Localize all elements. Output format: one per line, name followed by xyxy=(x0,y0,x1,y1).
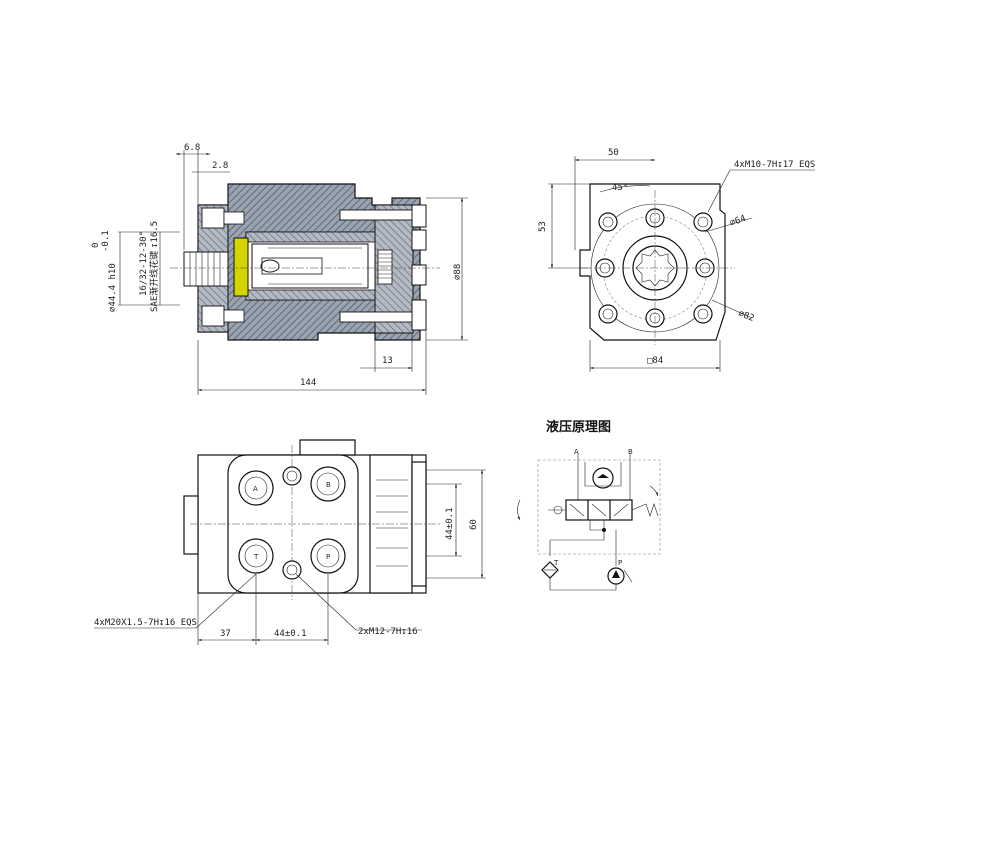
schematic-label-T: T xyxy=(553,559,559,567)
dim-144: 144 xyxy=(300,378,316,388)
schematic-frame xyxy=(537,459,661,555)
port-T: T xyxy=(238,538,274,574)
spline-depth: ↧16.5 xyxy=(150,221,160,248)
dim-50: 50 xyxy=(608,148,619,158)
end-view: 50 53 45° 4xM10-7H↧17 EQS ⌀64 ⌀82 □84 xyxy=(538,148,815,372)
bottom-view: A B T P 4xM20X1.5-7H↧16 EQS 37 44±0.1 2x… xyxy=(94,439,486,645)
port-P: P xyxy=(310,538,346,574)
port-P-label: P xyxy=(326,553,330,561)
dim-shaft-tol-lower: -0.1 xyxy=(101,230,111,252)
dim-37: 37 xyxy=(220,629,231,639)
thread-note: 4xM10-7H↧17 EQS xyxy=(734,160,815,170)
spline-spec: 16/32-12-30° xyxy=(139,231,149,296)
schematic-label-P: P xyxy=(618,559,622,567)
schematic-label-B: B xyxy=(628,448,633,456)
dim-60: 60 xyxy=(469,519,479,530)
schematic-title: 液压原理图 xyxy=(546,419,611,435)
port-T-label: T xyxy=(253,553,259,561)
section-view: 6.8 2.8 ⌀44.4 h10 0 -0.1 16/32-12-30° SA… xyxy=(91,143,468,395)
port-B: B xyxy=(310,466,346,502)
dim-44-v: 44±0.1 xyxy=(445,507,455,540)
spline-note: SAE渐开线花键 xyxy=(148,251,160,312)
dim-shaft-dia: ⌀44.4 h10 xyxy=(108,263,118,312)
dim-53: 53 xyxy=(538,221,548,232)
port-A-label: A xyxy=(253,485,258,493)
dim-dia-64: ⌀64 xyxy=(729,214,748,229)
dim-dia-82: ⌀82 xyxy=(737,309,756,324)
dim-2-8: 2.8 xyxy=(212,161,228,171)
dim-dia-88: ⌀88 xyxy=(453,264,463,280)
bolt-head-bottom xyxy=(411,299,427,331)
port-A: A xyxy=(238,470,274,506)
dim-6-8: 6.8 xyxy=(184,143,200,153)
thread-small: 2xM12-7H↧16 xyxy=(358,627,418,637)
port-B-label: B xyxy=(326,481,331,489)
hydraulic-schematic: 液压原理图 A B T P xyxy=(517,419,661,591)
dim-44-h: 44±0.1 xyxy=(274,629,307,639)
angle-45: 45° xyxy=(612,183,628,193)
thread-ports: 4xM20X1.5-7H↧16 EQS xyxy=(94,618,197,628)
schematic-label-A: A xyxy=(574,448,579,456)
mounting-holes xyxy=(595,208,715,328)
dim-shaft-tol-upper: 0 xyxy=(91,243,101,248)
dim-sq-84: □84 xyxy=(647,356,663,366)
yellow-seal-insert xyxy=(233,237,249,297)
bolt-head-top xyxy=(411,204,427,228)
input-spline xyxy=(183,251,229,287)
dim-13: 13 xyxy=(382,356,393,366)
